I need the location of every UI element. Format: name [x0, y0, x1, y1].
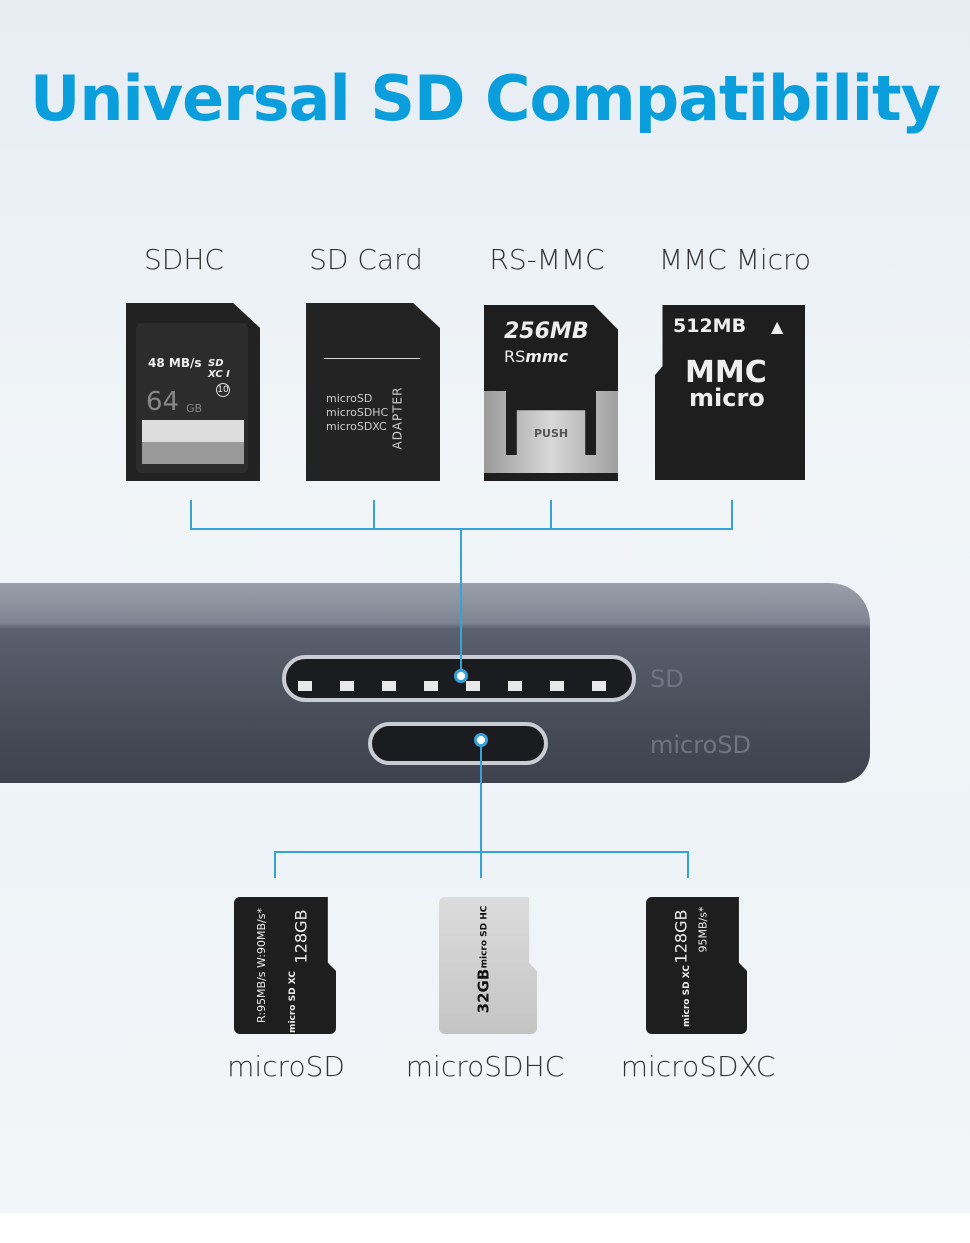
connector-line — [550, 500, 552, 530]
label-microsd: microSD — [227, 1050, 345, 1083]
connector-line — [687, 851, 689, 878]
label-rs-mmc: RS-MMC — [489, 243, 605, 276]
arrow-icon: ▲ — [771, 317, 784, 336]
card-text: 512MB — [673, 315, 747, 337]
sd-slot-label: SD — [650, 665, 684, 693]
card-text: GB — [186, 402, 203, 415]
label-mmc-micro: MMC Micro — [658, 243, 812, 276]
connector-line — [190, 500, 192, 530]
microsd-card-image: R:95MB/s W:90MB/s* 128GB micro SD XC — [234, 897, 336, 1034]
card-reader-device: SD microSD — [0, 583, 870, 783]
microsd-slot-marker — [474, 733, 488, 747]
card-text: 95MB/s* — [696, 906, 710, 953]
microsd-slot — [368, 722, 548, 765]
card-text: MMC — [685, 355, 767, 390]
card-text: ADAPTER — [390, 386, 405, 450]
page-title: Universal SD Compatibility — [29, 62, 941, 135]
card-text: 10 — [216, 383, 230, 397]
sdhc-card-image: 48 MB/s SD XC I 10 64 GB — [126, 303, 260, 481]
card-text: 64 — [146, 387, 180, 417]
label-microsdhc: microSDHC — [405, 1050, 565, 1083]
card-text: 128GB — [671, 909, 691, 964]
connector-line — [480, 740, 482, 878]
connector-line — [460, 528, 462, 676]
card-text: 256MB — [504, 319, 589, 344]
card-text: 128GB — [291, 909, 311, 964]
card-text: 32GB — [474, 968, 493, 1014]
card-text: R:95MB/s W:90MB/s* — [254, 908, 268, 1023]
infographic: Universal SD Compatibility SDHC SD Card … — [0, 0, 970, 1213]
connector-line — [274, 851, 689, 853]
card-text: 48 MB/s — [148, 356, 202, 370]
mmc-micro-card-image: 512MB ▲ MMC micro — [655, 305, 805, 480]
microsd-slot-label: microSD — [650, 731, 751, 759]
microsdxc-card-image: 128GB 95MB/s* micro SD XC — [646, 897, 747, 1034]
label-sd-card: SD Card — [309, 243, 423, 276]
card-text: PUSH — [534, 427, 569, 440]
rs-mmc-card-image: 256MB RSmmc PUSH — [484, 305, 618, 481]
label-sdhc: SDHC — [144, 243, 224, 276]
card-text: micro SD XC — [681, 965, 692, 1027]
connector-line — [373, 500, 375, 530]
card-text: micro SD XC — [287, 971, 298, 1033]
connector-line — [731, 500, 733, 530]
label-microsdxc: microSDXC — [620, 1050, 776, 1083]
connector-line — [274, 851, 276, 878]
card-text: SD XC I — [208, 358, 230, 380]
card-text: micro — [689, 384, 765, 412]
card-text: micro SD HC — [479, 905, 490, 969]
card-text: RSmmc — [504, 347, 569, 366]
sd-slot-marker — [454, 669, 468, 683]
microsdhc-card-image: micro SD HC 32GB — [439, 897, 537, 1034]
